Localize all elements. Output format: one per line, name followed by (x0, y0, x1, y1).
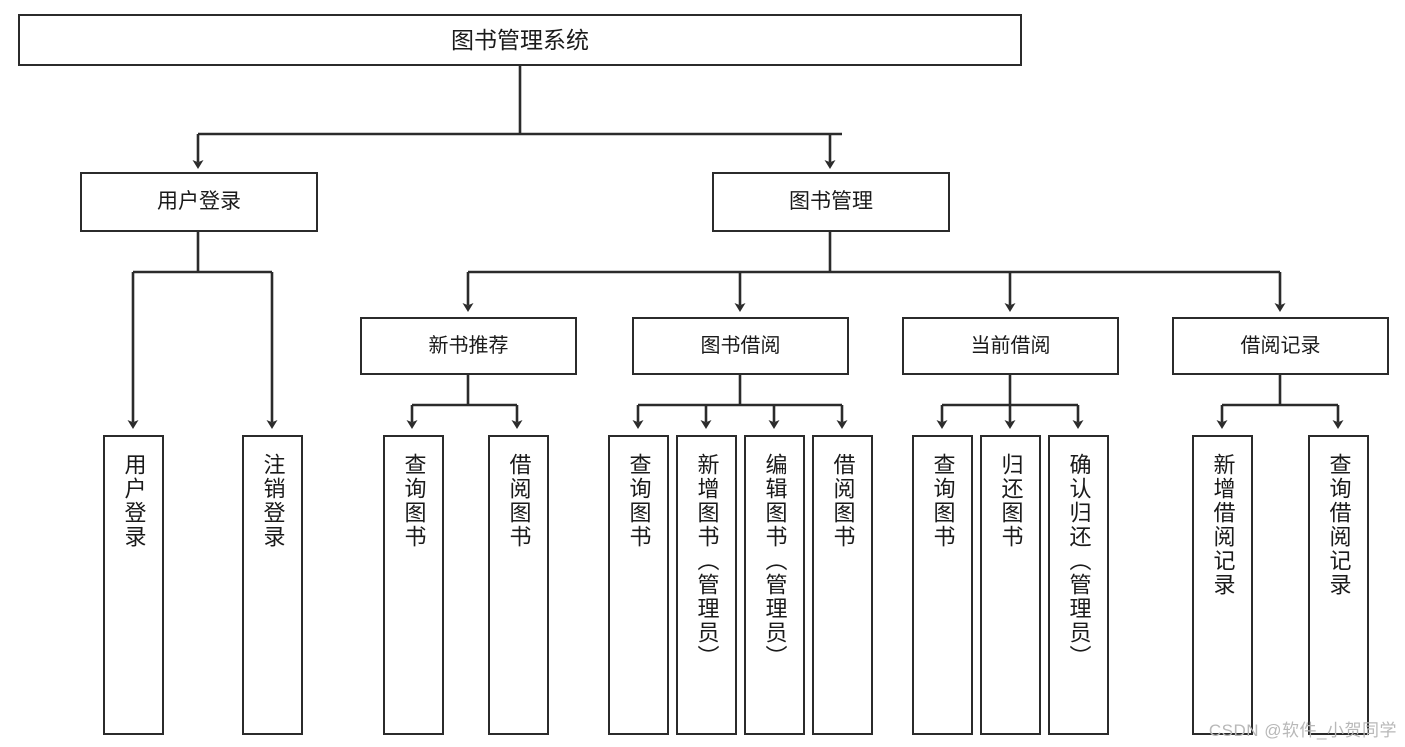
leaf-query-book-1-label: 查询图书 (401, 453, 427, 549)
node-borrow-record-label: 借阅记录 (1240, 334, 1321, 357)
node-user-login[interactable]: 用户登录 (80, 172, 318, 232)
leaf-logout[interactable]: 注销登录 (242, 435, 303, 735)
node-book-borrow-label: 图书借阅 (700, 334, 781, 357)
leaf-edit-book[interactable]: 编辑图书（管理员） (744, 435, 805, 735)
leaf-query-book-3[interactable]: 查询图书 (912, 435, 973, 735)
leaf-query-book-3-label: 查询图书 (930, 453, 956, 549)
node-current-borrow[interactable]: 当前借阅 (902, 317, 1119, 375)
node-book-manage-label: 图书管理 (789, 189, 873, 213)
leaf-borrow-book-2[interactable]: 借阅图书 (812, 435, 873, 735)
leaf-add-record[interactable]: 新增借阅记录 (1192, 435, 1253, 735)
node-book-borrow[interactable]: 图书借阅 (632, 317, 849, 375)
leaf-add-book-label: 新增图书（管理员） (694, 453, 720, 669)
node-new-book-recommend-label: 新书推荐 (428, 334, 509, 357)
leaf-return-book-label: 归还图书 (998, 453, 1024, 549)
leaf-add-book[interactable]: 新增图书（管理员） (676, 435, 737, 735)
leaf-confirm-return[interactable]: 确认归还（管理员） (1048, 435, 1109, 735)
leaf-borrow-book-2-label: 借阅图书 (830, 453, 856, 549)
leaf-query-book-2[interactable]: 查询图书 (608, 435, 669, 735)
node-book-manage[interactable]: 图书管理 (712, 172, 950, 232)
node-new-book-recommend[interactable]: 新书推荐 (360, 317, 577, 375)
leaf-query-record[interactable]: 查询借阅记录 (1308, 435, 1369, 735)
node-borrow-record[interactable]: 借阅记录 (1172, 317, 1389, 375)
leaf-borrow-book-1-label: 借阅图书 (506, 453, 532, 549)
leaf-query-book-1[interactable]: 查询图书 (383, 435, 444, 735)
node-root-label: 图书管理系统 (451, 26, 589, 53)
leaf-add-record-label: 新增借阅记录 (1210, 453, 1236, 597)
leaf-user-login-label: 用户登录 (121, 453, 147, 549)
leaf-return-book[interactable]: 归还图书 (980, 435, 1041, 735)
node-root[interactable]: 图书管理系统 (18, 14, 1022, 66)
node-current-borrow-label: 当前借阅 (970, 334, 1051, 357)
leaf-logout-label: 注销登录 (260, 453, 286, 549)
leaf-query-record-label: 查询借阅记录 (1326, 453, 1352, 597)
leaf-edit-book-label: 编辑图书（管理员） (762, 453, 788, 669)
leaf-confirm-return-label: 确认归还（管理员） (1066, 453, 1092, 669)
watermark: CSDN @软件_小贺同学 (1208, 721, 1397, 740)
leaf-query-book-2-label: 查询图书 (626, 453, 652, 549)
leaf-user-login[interactable]: 用户登录 (103, 435, 164, 735)
node-user-login-label: 用户登录 (157, 189, 241, 213)
leaf-borrow-book-1[interactable]: 借阅图书 (488, 435, 549, 735)
